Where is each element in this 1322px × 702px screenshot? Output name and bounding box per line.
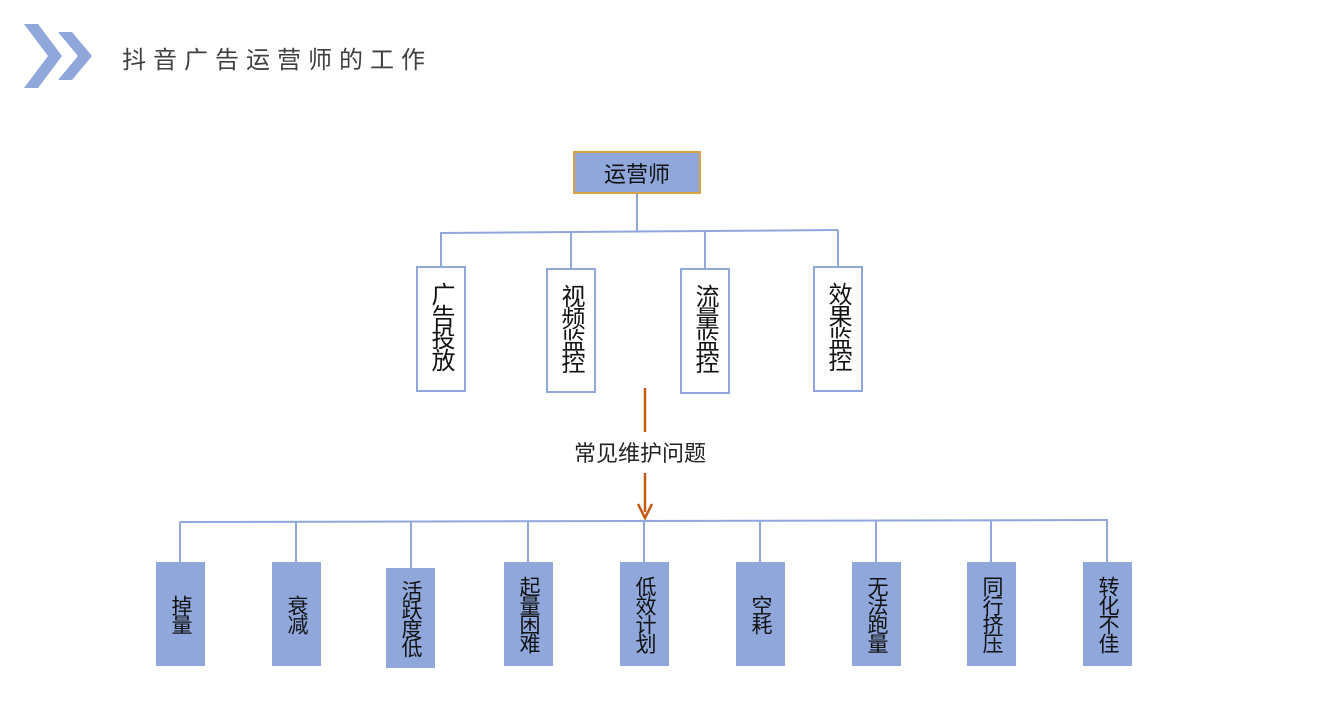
- duty-node-label: 效果监控: [824, 282, 852, 370]
- duty-node-label: 视频监控: [557, 284, 585, 372]
- problem-node-label: 活跃度低: [399, 580, 423, 656]
- middle-label: 常见维护问题: [540, 436, 740, 468]
- problem-node-label: 无法跑量: [865, 576, 889, 652]
- problem-node-label: 同行挤压: [980, 576, 1004, 652]
- problem-node-label: 低效计划: [633, 576, 657, 652]
- problem-node: 低效计划: [620, 562, 669, 666]
- duty-node-label: 流量监控: [691, 284, 719, 372]
- problem-node: 空耗: [736, 562, 785, 666]
- problem-node-label: 转化不佳: [1096, 576, 1120, 652]
- duty-node: 广告投放: [416, 266, 466, 392]
- problem-node: 转化不佳: [1083, 562, 1132, 666]
- double-chevron-right-icon: [24, 24, 92, 88]
- root-node-label: 运营师: [603, 162, 670, 188]
- problem-node-label: 衰减: [285, 595, 309, 633]
- problem-node: 同行挤压: [967, 562, 1016, 666]
- problem-node-label: 空耗: [749, 595, 773, 633]
- page-title: 抖音广告运营师的工作: [122, 46, 432, 74]
- duty-node: 效果监控: [813, 266, 863, 392]
- problem-node: 起量困难: [504, 562, 553, 666]
- duty-node-label: 广告投放: [427, 282, 455, 370]
- problem-node-label: 起量困难: [517, 576, 541, 652]
- problem-node-label: 掉量: [169, 595, 193, 633]
- problem-node: 活跃度低: [386, 568, 435, 668]
- duty-node: 流量监控: [680, 268, 730, 394]
- problem-node: 衰减: [272, 562, 321, 666]
- problem-node: 无法跑量: [852, 562, 901, 666]
- root-node: 运营师: [573, 151, 701, 194]
- duty-node: 视频监控: [546, 268, 596, 393]
- problem-node: 掉量: [156, 562, 205, 666]
